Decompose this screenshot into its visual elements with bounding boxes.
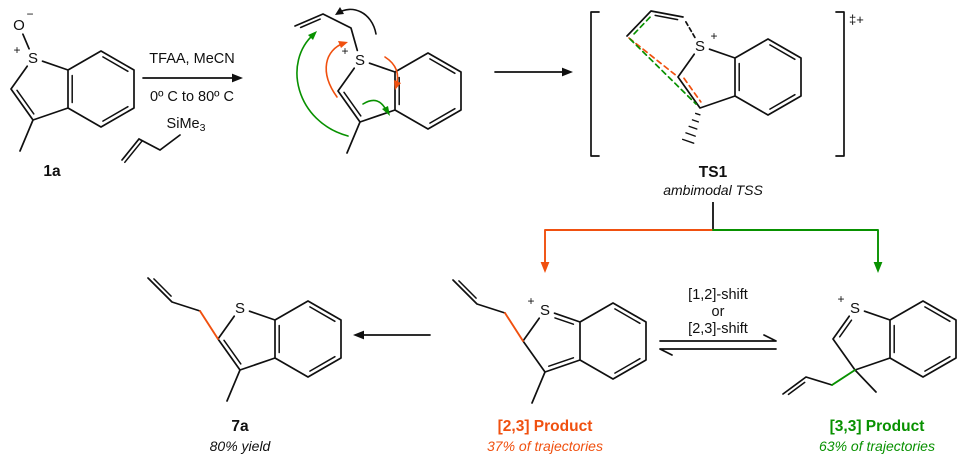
double-bond-path	[654, 14, 796, 110]
compound-7a-label: 7a	[231, 418, 249, 435]
plus-charge: +	[13, 43, 20, 57]
rotation-curved-arrow	[337, 8, 377, 35]
allylsilane-double-bond	[124, 140, 143, 164]
forming-bond-33-dashed	[629, 16, 697, 105]
shift-label-line3: [2,3]-shift	[688, 321, 748, 337]
product-23-label: [2,3] Product	[498, 418, 593, 435]
bracket-right	[835, 11, 845, 157]
double-bond-path	[16, 56, 129, 122]
double-bond-path	[787, 306, 951, 396]
bond-path	[782, 300, 957, 395]
arrowhead	[353, 330, 364, 340]
structure-ts1: ‡+ S + TS1 ambimodal TSS	[590, 10, 864, 198]
sulfur-atom-label: S	[28, 50, 38, 67]
shift-equilibrium: [1,2]-shift or [2,3]-shift	[659, 287, 777, 356]
arrowhead-orange	[540, 262, 550, 273]
oxygen-atom-label: O	[13, 17, 25, 34]
bond-path	[147, 277, 342, 402]
compound-7a-sublabel: 80% yield	[210, 438, 272, 454]
structure-product-33: S + [3,3] Product 63% of trajectories	[782, 292, 957, 454]
new-bond-23-orange	[504, 312, 524, 342]
arrowhead	[335, 7, 344, 15]
conditions-line2: 0º C to 80º C	[150, 89, 234, 105]
bracket-left	[590, 11, 600, 157]
product-33-label: [3,3] Product	[830, 418, 925, 435]
curved-arrow-orange-main	[325, 42, 345, 98]
new-bond-33-green	[831, 369, 856, 386]
double-bond-path	[458, 280, 641, 374]
ts1-label: TS1	[699, 164, 728, 181]
ts1-sublabel: ambimodal TSS	[663, 182, 763, 198]
curved-arrowhead-green	[308, 31, 317, 40]
arrowhead-green	[873, 262, 883, 273]
minus-charge: −	[26, 7, 33, 21]
curved-arrowhead-orange-small	[394, 80, 401, 90]
allylsilane-bond-path	[121, 134, 181, 161]
product-33-sublabel: 63% of trajectories	[819, 438, 935, 454]
bond-path	[10, 33, 135, 152]
equilibrium-arrow-top	[659, 334, 777, 342]
shift-label-line1: [1,2]-shift	[688, 287, 748, 303]
plus-charge: +	[341, 44, 348, 58]
bond-path	[452, 279, 647, 404]
plus-charge: +	[710, 29, 717, 43]
double-bond-path	[153, 278, 336, 372]
structure-7a: S 7a 80% yield	[147, 277, 342, 454]
curved-arrowhead-green-small	[382, 106, 390, 116]
bond-path	[626, 10, 802, 116]
arrow-to-7a	[353, 330, 431, 340]
arrowhead	[562, 67, 573, 77]
arrow-to-ts	[494, 67, 573, 77]
compound-1a-label: 1a	[43, 163, 61, 180]
arrowhead	[232, 73, 243, 83]
structure-product-23: S + [2,3] Product 37% of trajectories	[452, 279, 647, 454]
branch-orange-arrow	[544, 229, 714, 264]
sulfur-atom-label: S	[540, 302, 550, 319]
conditions-line1: TFAA, MeCN	[149, 51, 234, 67]
structure-1a: O − S + 1a	[10, 7, 135, 180]
equilibrium-arrow-bottom	[659, 348, 777, 356]
new-bond-orange	[199, 310, 219, 340]
hashed-wedge-methyl	[682, 112, 701, 144]
plus-charge: +	[527, 294, 534, 308]
bracket-charge: ‡+	[849, 12, 864, 27]
curved-arrow-green-long	[296, 33, 349, 137]
trajectory-branch	[540, 202, 883, 273]
sulfur-atom-label: S	[695, 38, 705, 55]
shift-label-line2: or	[712, 304, 725, 320]
product-23-sublabel: 37% of trajectories	[487, 438, 603, 454]
double-bond-path	[299, 18, 456, 124]
sulfur-atom-label: S	[850, 300, 860, 317]
allylsilane-label: SiMe3	[167, 116, 206, 134]
curved-arrow-green-small	[362, 99, 388, 113]
reaction-conditions: TFAA, MeCN 0º C to 80º C SiMe3	[121, 51, 243, 164]
sulfur-atom-label: S	[235, 300, 245, 317]
structure-intermediate: S +	[294, 7, 462, 154]
breaking-bond-dashed	[684, 19, 696, 39]
plus-charge: +	[837, 292, 844, 306]
branch-green-arrow	[712, 229, 879, 264]
forming-bond-23-dashed	[628, 37, 702, 103]
bond-path	[294, 13, 462, 154]
curved-arrowhead-orange	[338, 41, 348, 48]
sulfur-atom-label: S	[355, 52, 365, 69]
